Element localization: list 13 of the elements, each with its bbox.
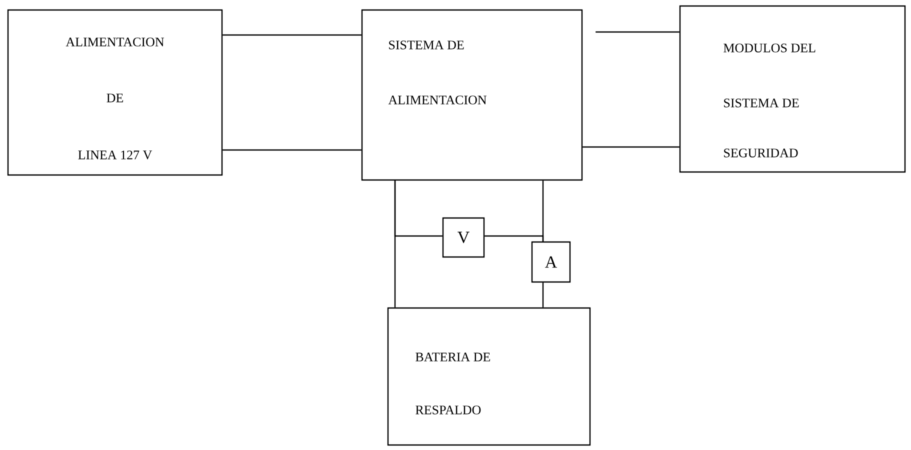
connector-line: [582, 146, 680, 148]
connector-line: [222, 34, 362, 36]
connector-line: [542, 282, 544, 308]
connector-line: [596, 31, 680, 33]
meter-box: V: [442, 217, 485, 258]
connector-line: [484, 235, 544, 242]
source-box: ALIMENTACION DE LINEA 127 V: [7, 9, 223, 176]
battery-box: BATERIA DE RESPALDO: [387, 307, 591, 446]
connector-line: [222, 149, 362, 151]
modules-box: MODULOS DEL SISTEMA DE SEGURIDAD: [679, 5, 906, 173]
meter-box: A: [531, 241, 571, 283]
system-box: SISTEMA DE ALIMENTACION: [361, 9, 583, 181]
connector-line: [394, 180, 442, 237]
